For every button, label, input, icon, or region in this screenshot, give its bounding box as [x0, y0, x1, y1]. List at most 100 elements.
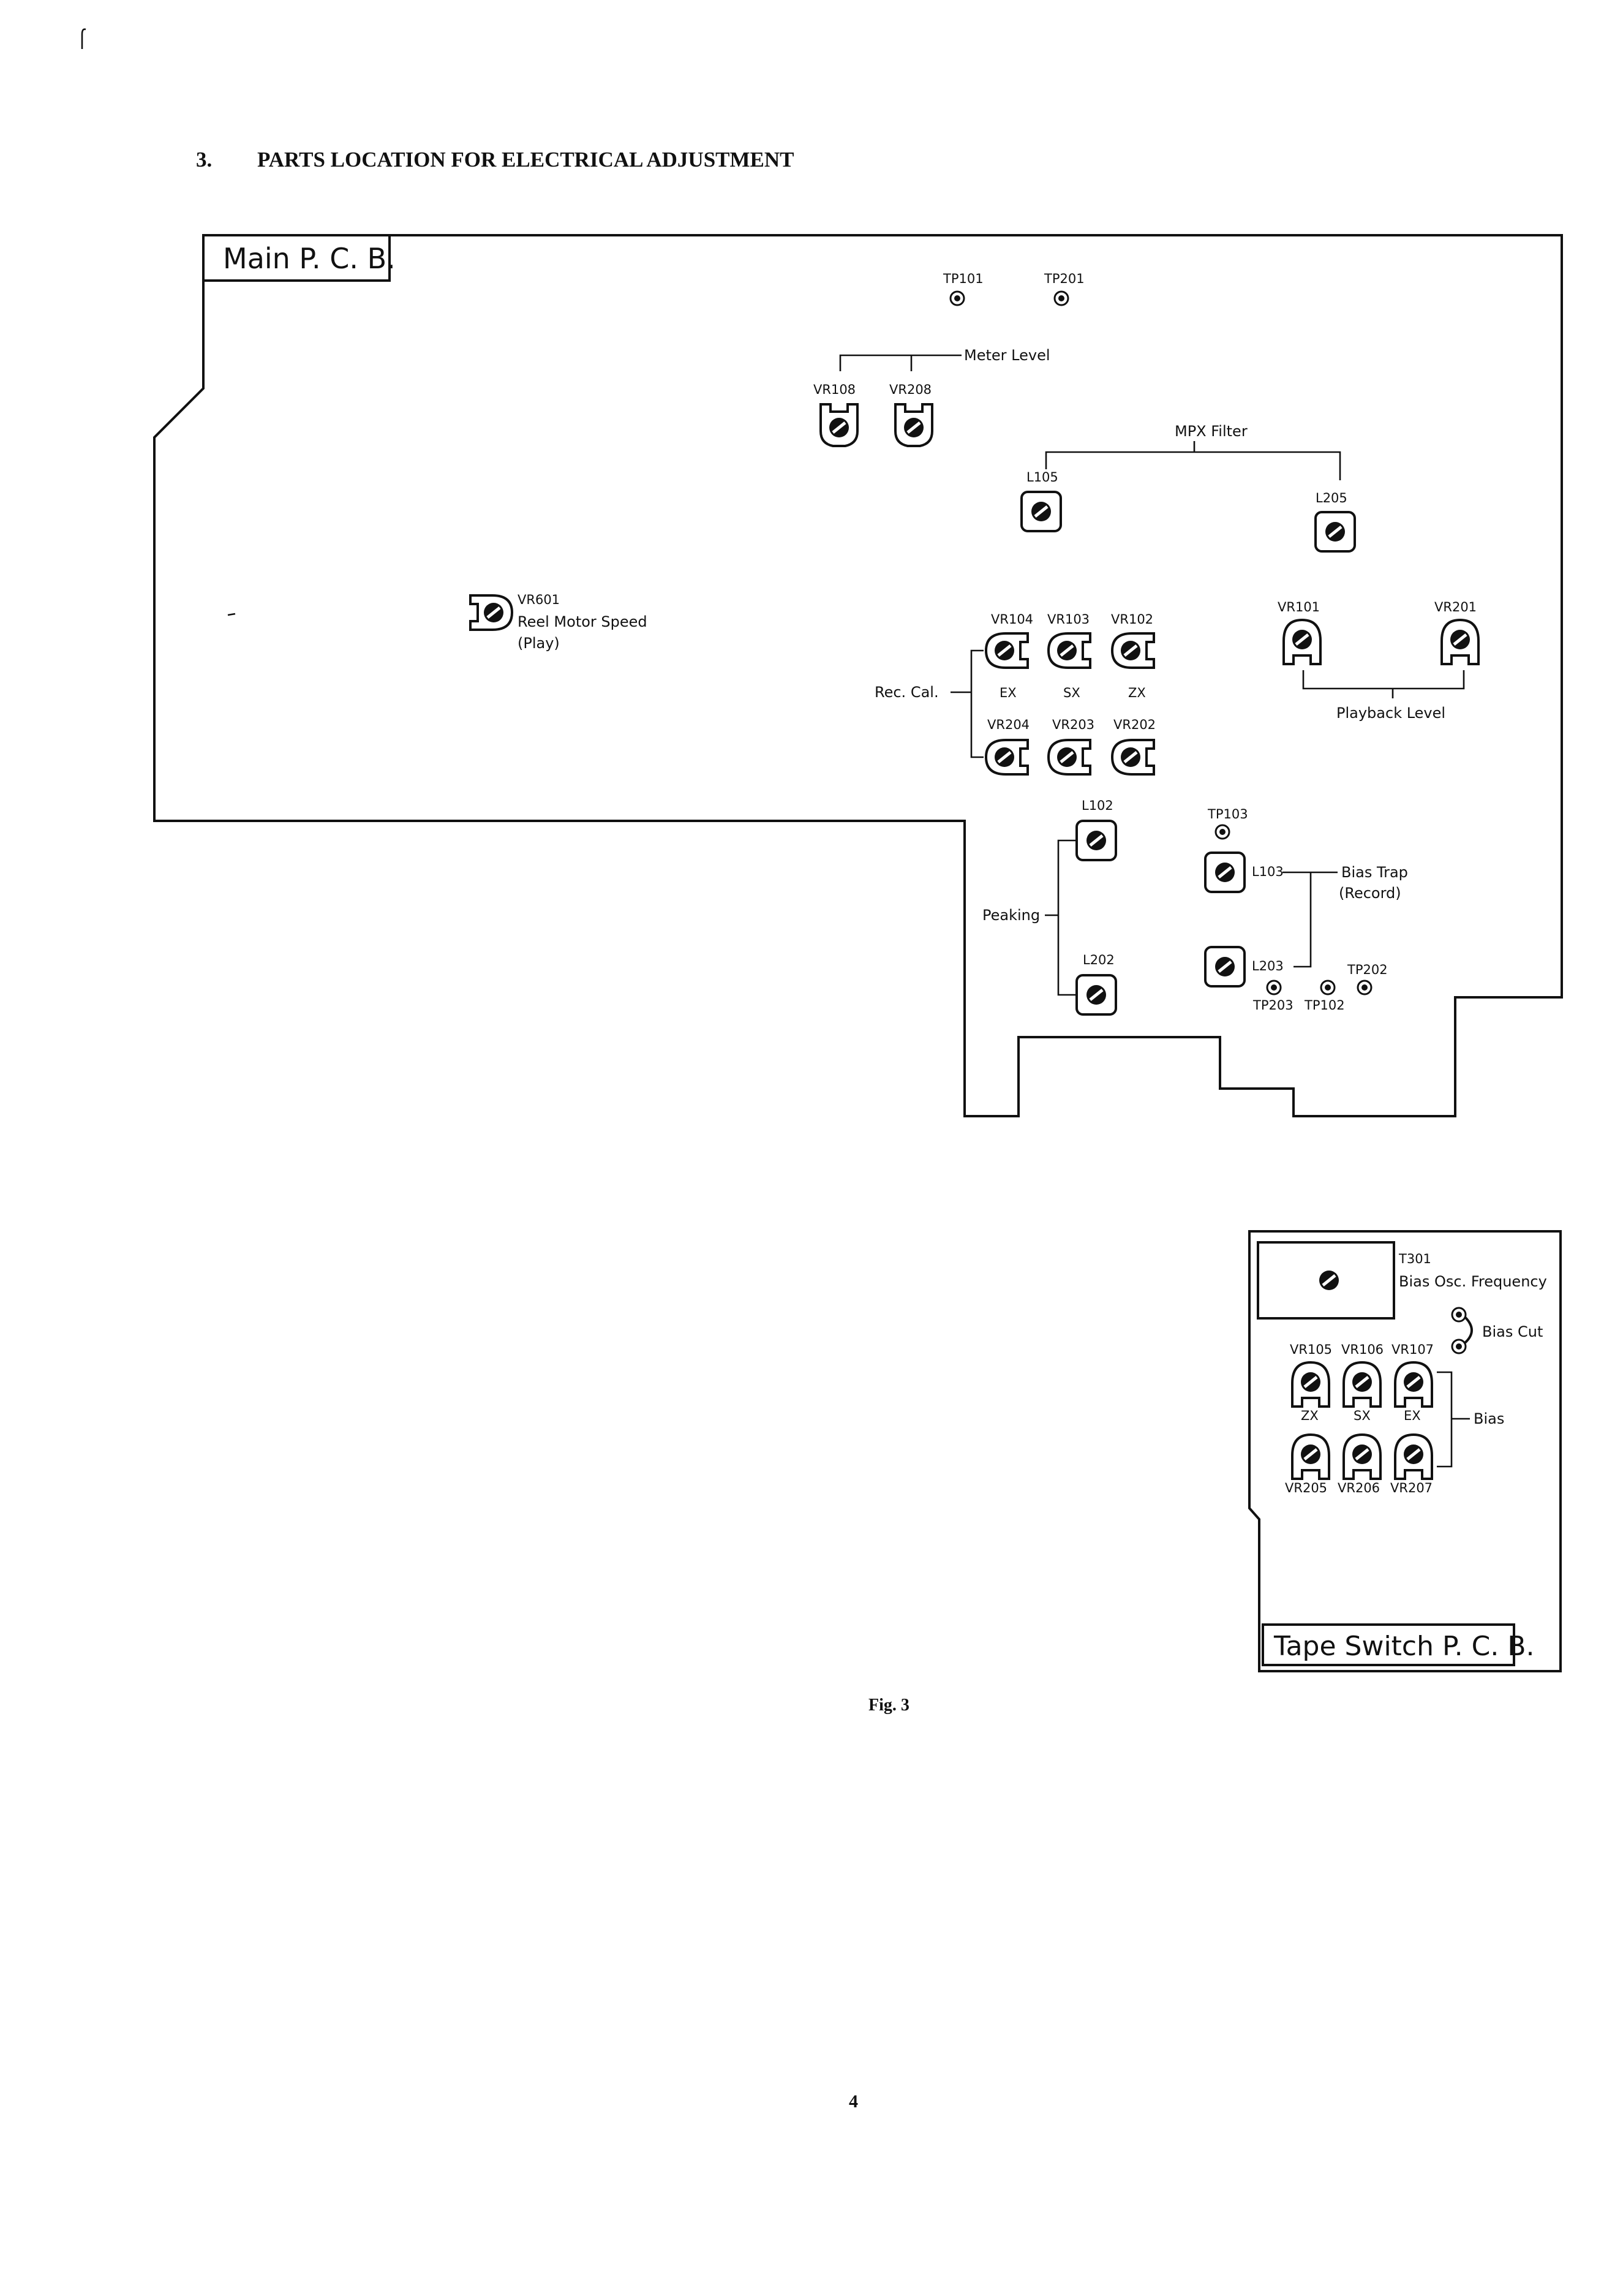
- vr105-trimmer: [1292, 1362, 1329, 1407]
- tape-pcb-title-box: [1262, 1623, 1515, 1666]
- vr205-trimmer: [1292, 1435, 1329, 1479]
- bias-cut-point-2: [1451, 1339, 1467, 1354]
- l203-label: L203: [1252, 959, 1284, 973]
- l105-coil: [1022, 492, 1061, 531]
- vr107-trimmer: [1395, 1362, 1432, 1407]
- vr203-trimmer: [1049, 740, 1090, 774]
- l105-label: L105: [1026, 470, 1058, 485]
- tp201-label: TP201: [1044, 271, 1085, 286]
- l202-coil: [1077, 975, 1116, 1014]
- reel-motor-speed-label: Reel Motor Speed: [518, 613, 647, 630]
- main-pcb-outline: [153, 234, 1563, 1117]
- vr202-label: VR202: [1113, 717, 1156, 732]
- bias-osc-frequency-label: Bias Osc. Frequency: [1399, 1273, 1547, 1290]
- reel-motor-speed-play-label: (Play): [518, 635, 560, 652]
- rec-cal-bracket: [951, 649, 984, 758]
- l205-label: L205: [1316, 491, 1347, 505]
- sx-label: SX: [1063, 685, 1080, 700]
- tape-pcb-outline: [1248, 1230, 1562, 1672]
- vr102-label: VR102: [1111, 612, 1153, 627]
- ex-label: EX: [1404, 1408, 1421, 1423]
- vr208-trimmer: [895, 404, 932, 446]
- bias-trap-bracket: [1282, 871, 1338, 968]
- main-pcb-title: Main P. C. B.: [223, 242, 396, 275]
- vr101-trimmer: [1284, 620, 1320, 664]
- bias-cut-point-1: [1451, 1307, 1467, 1323]
- l203-coil: [1205, 947, 1245, 986]
- vr102-trimmer: [1112, 633, 1154, 668]
- vr108-trimmer: [821, 404, 857, 446]
- mpx-filter-bracket: [1045, 441, 1341, 480]
- vr601-trimmer: [470, 595, 512, 630]
- t301-transformer-box: [1257, 1241, 1395, 1320]
- vr101-label: VR101: [1278, 600, 1320, 614]
- tp103-test-point: [1214, 824, 1230, 840]
- vr203-label: VR203: [1052, 717, 1094, 732]
- vr202-trimmer: [1112, 740, 1154, 774]
- rec-cal-label: Rec. Cal.: [875, 684, 939, 701]
- zx-label: ZX: [1128, 685, 1146, 700]
- tp201-test-point: [1053, 290, 1069, 306]
- scan-mark: [227, 613, 236, 616]
- vr108-label: VR108: [813, 382, 856, 397]
- bias-cut-jumper: [1464, 1316, 1473, 1344]
- vr105-label: VR105: [1290, 1342, 1332, 1357]
- bias-trap-record-label: (Record): [1339, 885, 1401, 902]
- page-number: 4: [849, 2091, 858, 2112]
- tp203-label: TP203: [1252, 998, 1294, 1013]
- scan-mark: [81, 28, 86, 49]
- sx-label: SX: [1354, 1408, 1371, 1423]
- main-pcb-title-box: [202, 234, 391, 282]
- vr208-label: VR208: [889, 382, 932, 397]
- vr204-label: VR204: [987, 717, 1030, 732]
- t301-label: T301: [1398, 1252, 1431, 1266]
- meter-level-bracket: [839, 354, 962, 371]
- l205-coil: [1316, 512, 1355, 551]
- tape-pcb-title: Tape Switch P. C. B.: [1273, 1631, 1535, 1662]
- vr104-label: VR104: [991, 612, 1033, 627]
- tp203-test-point: [1266, 980, 1282, 995]
- vr204-trimmer: [986, 740, 1028, 774]
- tp102-label: TP102: [1304, 998, 1345, 1013]
- vr106-trimmer: [1344, 1362, 1380, 1407]
- playback-level-label: Playback Level: [1336, 704, 1445, 722]
- vr201-trimmer: [1442, 620, 1478, 664]
- vr601-label: VR601: [518, 592, 560, 607]
- vr104-trimmer: [986, 633, 1028, 668]
- tp101-label: TP101: [943, 271, 984, 286]
- bias-trap-label: Bias Trap: [1341, 864, 1408, 881]
- tp101-test-point: [949, 290, 965, 306]
- vr106-label: VR106: [1341, 1342, 1384, 1357]
- vr207-label: VR207: [1390, 1481, 1433, 1495]
- l103-label: L103: [1252, 864, 1284, 879]
- vr205-label: VR205: [1285, 1481, 1327, 1495]
- ex-label: EX: [1000, 685, 1017, 700]
- vr207-trimmer: [1395, 1435, 1432, 1479]
- mpx-filter-label: MPX Filter: [1175, 423, 1248, 440]
- vr206-trimmer: [1344, 1435, 1380, 1479]
- tp102-test-point: [1320, 980, 1336, 995]
- t301-screw: [1319, 1271, 1339, 1290]
- vr103-label: VR103: [1047, 612, 1090, 627]
- section-number: 3.: [196, 148, 212, 172]
- section-title: PARTS LOCATION FOR ELECTRICAL ADJUSTMENT: [257, 148, 794, 172]
- l103-coil: [1205, 853, 1245, 892]
- l202-label: L202: [1083, 953, 1115, 967]
- bias-label: Bias: [1474, 1410, 1504, 1427]
- figure-caption: Fig. 3: [868, 1696, 909, 1715]
- tp103-label: TP103: [1207, 807, 1248, 821]
- vr201-label: VR201: [1434, 600, 1477, 614]
- tp202-test-point: [1357, 980, 1373, 995]
- l102-coil: [1077, 821, 1116, 860]
- bias-bracket: [1437, 1371, 1470, 1468]
- tp202-label: TP202: [1347, 962, 1388, 977]
- l102-label: L102: [1082, 798, 1113, 813]
- playback-level-bracket: [1302, 670, 1465, 698]
- vr103-trimmer: [1049, 633, 1090, 668]
- vr206-label: VR206: [1338, 1481, 1380, 1495]
- meter-level-label: Meter Level: [964, 347, 1050, 364]
- zx-label: ZX: [1301, 1408, 1319, 1423]
- peaking-bracket: [1045, 839, 1075, 996]
- bias-cut-label: Bias Cut: [1482, 1323, 1543, 1340]
